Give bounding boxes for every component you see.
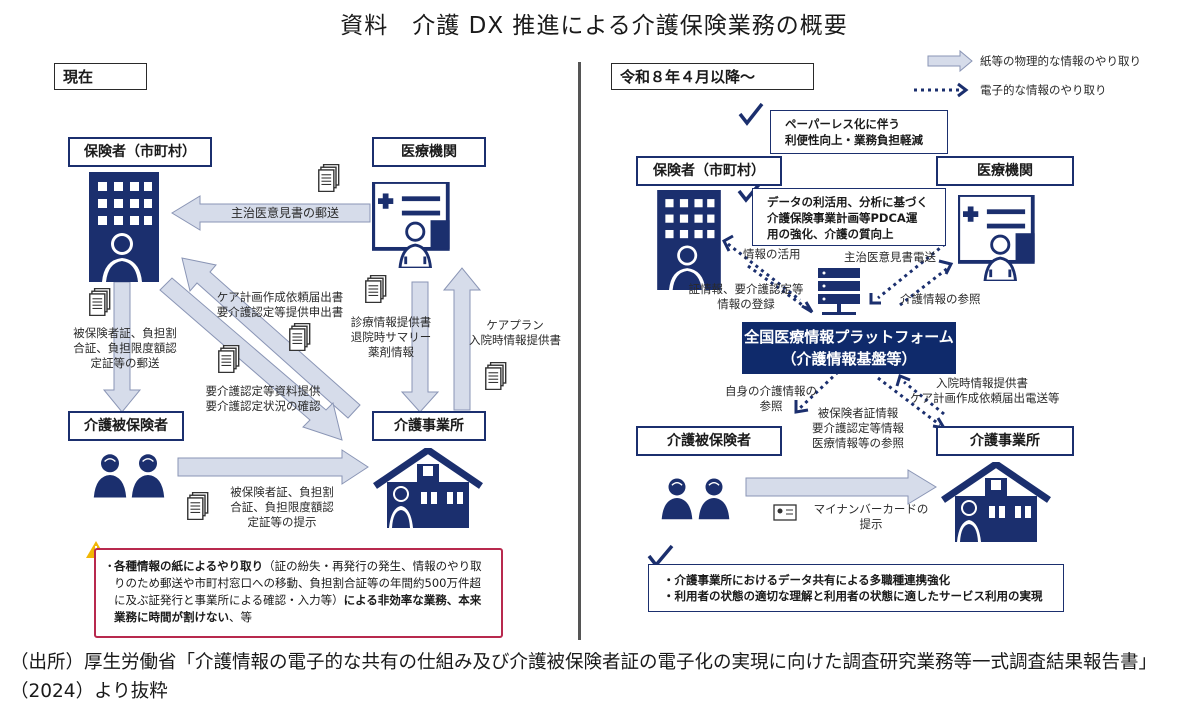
server-icon — [818, 268, 860, 315]
label-self-ref: 自身の介護情報の 参照 — [725, 384, 817, 413]
frame-label-future: 令和８年４月以降～ — [611, 63, 814, 90]
card-icon — [773, 504, 797, 521]
label-mynumber: マイナンバーカードの 提示 — [813, 502, 929, 531]
document-icon — [89, 288, 111, 316]
office-box-left: 介護事業所 — [372, 411, 486, 441]
hospital-icon — [372, 182, 452, 268]
arrow-present — [177, 449, 369, 485]
benefit-item: ・利用者の状態の適切な理解と利用者の状態に適したサービス利用の実現 — [663, 589, 1043, 603]
warning-bold-intro: 各種情報の紙によるやり取り — [114, 559, 264, 573]
person-icon — [93, 453, 127, 498]
page-title: 資料 介護 DX 推進による介護保険業務の概要 — [340, 13, 848, 39]
document-icon — [318, 164, 340, 192]
benefit-item: ・介護事業所におけるデータ共有による多職種連携強化 — [663, 573, 951, 587]
panel-divider — [578, 62, 581, 640]
arrow-careplan — [442, 267, 482, 411]
checkmark-icon — [647, 544, 674, 568]
label-care-ref: 介護情報の参照 — [900, 292, 981, 306]
warning-bold-outro: による非効率な業務、本来業務に時間が割けない — [114, 593, 482, 624]
document-icon — [365, 275, 387, 303]
check-note-paperless: ペーパーレス化に伴う 利便性向上・業務負担軽減 — [770, 110, 948, 154]
document-icon — [218, 345, 240, 373]
legend-physical: 紙等の物理的な情報のやり取り — [980, 54, 1141, 68]
label-opinion-mail: 主治医意見書の郵送 — [230, 206, 339, 220]
hospital-icon — [958, 195, 1037, 281]
medical-box-left: 医療機関 — [372, 137, 486, 167]
arrow-careplan-request — [181, 257, 361, 419]
arrow-office-send — [903, 380, 945, 416]
warning-text2: 、等 — [229, 610, 252, 624]
insured-box-right: 介護被保険者 — [636, 426, 782, 456]
label-level-info: 要介護認定等資料提供 要介護認定状況の確認 — [205, 384, 321, 413]
document-icon — [187, 492, 209, 520]
medical-box-right: 医療機関 — [936, 156, 1074, 186]
insurer-box-left: 保険者（市町村） — [68, 137, 212, 167]
arrow-info-use — [727, 242, 801, 302]
office-box-right: 介護事業所 — [936, 426, 1074, 456]
frame-label-current: 現在 — [54, 63, 147, 90]
house-icon — [375, 450, 481, 528]
legend-physical-arrow — [927, 49, 973, 73]
house-icon — [943, 464, 1049, 542]
arrow-self-ref — [798, 370, 840, 410]
label-careplan: ケアプラン 入院時情報提供書 — [469, 318, 561, 347]
label-careplan-request: ケア計画作成依頼届出書 要介護認定等提供申出書 — [216, 290, 344, 319]
arrow-care-ref — [899, 266, 949, 307]
arrow-register — [747, 264, 813, 314]
label-office-send: 入院時情報提供書 ケア計画作成依頼届出電送等 — [910, 376, 1060, 405]
warning-note: ・ 各種情報の紙によるやり取り（証の紛失・再発行の発生、情報のやり取りのため郵送… — [94, 548, 503, 638]
bottom-benefits: ・介護事業所におけるデータ共有による多職種連携強化 ・利用者の状態の適切な理解と… — [648, 564, 1064, 612]
label-medical-info: 診療情報提供書 退院時サマリー 薬剤情報 — [350, 315, 432, 359]
person-icon — [131, 453, 165, 498]
check-note-data: データの利活用、分析に基づく 介護保険事業計画等PDCA運 用の強化、介護の質向… — [752, 188, 946, 246]
building-icon — [89, 172, 159, 282]
source-note: （出所）厚生労働省「介護情報の電子的な共有の仕組み及び介護被保険者証の電子化の実… — [10, 652, 1158, 702]
building-icon — [657, 190, 721, 290]
insured-box-left: 介護被保険者 — [68, 411, 184, 441]
document-icon — [485, 362, 507, 390]
label-opinion-send: 主治医意見書電送 — [844, 250, 936, 264]
label-certs-mail: 被保険者証、負担割 合証、負担限度額認 定証等の郵送 — [73, 326, 177, 370]
checkmark-icon — [738, 102, 764, 126]
arrow-medical-info — [400, 281, 440, 413]
arrow-level-info — [159, 277, 343, 441]
arrow-office-ref — [877, 376, 941, 427]
label-office-ref: 被保険者証情報 要介護認定等情報 医療情報等の参照 — [812, 406, 904, 450]
label-present: 被保険者証、負担割 合証、負担限度額認 定証等の提示 — [230, 485, 334, 529]
insurer-box-right: 保険者（市町村） — [636, 156, 782, 186]
arrow-mynumber — [745, 469, 937, 505]
platform-box: 全国医療情報プラットフォーム （介護情報基盤等） — [742, 322, 956, 374]
person-icon — [698, 477, 730, 520]
legend-digital: 電子的な情報のやり取り — [980, 83, 1107, 97]
label-info-use: 情報の活用 — [743, 247, 801, 261]
warning-text1: （証の紛失・再発行の発生、情報のやり取りのため郵送や市町村窓口への移動、負担割合… — [114, 559, 482, 607]
arrow-certs-mail — [102, 281, 142, 413]
arrow-opinion-send — [877, 242, 946, 300]
arrow-opinion-mail — [171, 195, 371, 231]
label-register: 証情報、要介護認定等 情報の登録 — [688, 282, 804, 311]
document-icon — [289, 323, 311, 351]
person-icon — [661, 477, 693, 520]
checkmark-icon — [737, 179, 764, 203]
